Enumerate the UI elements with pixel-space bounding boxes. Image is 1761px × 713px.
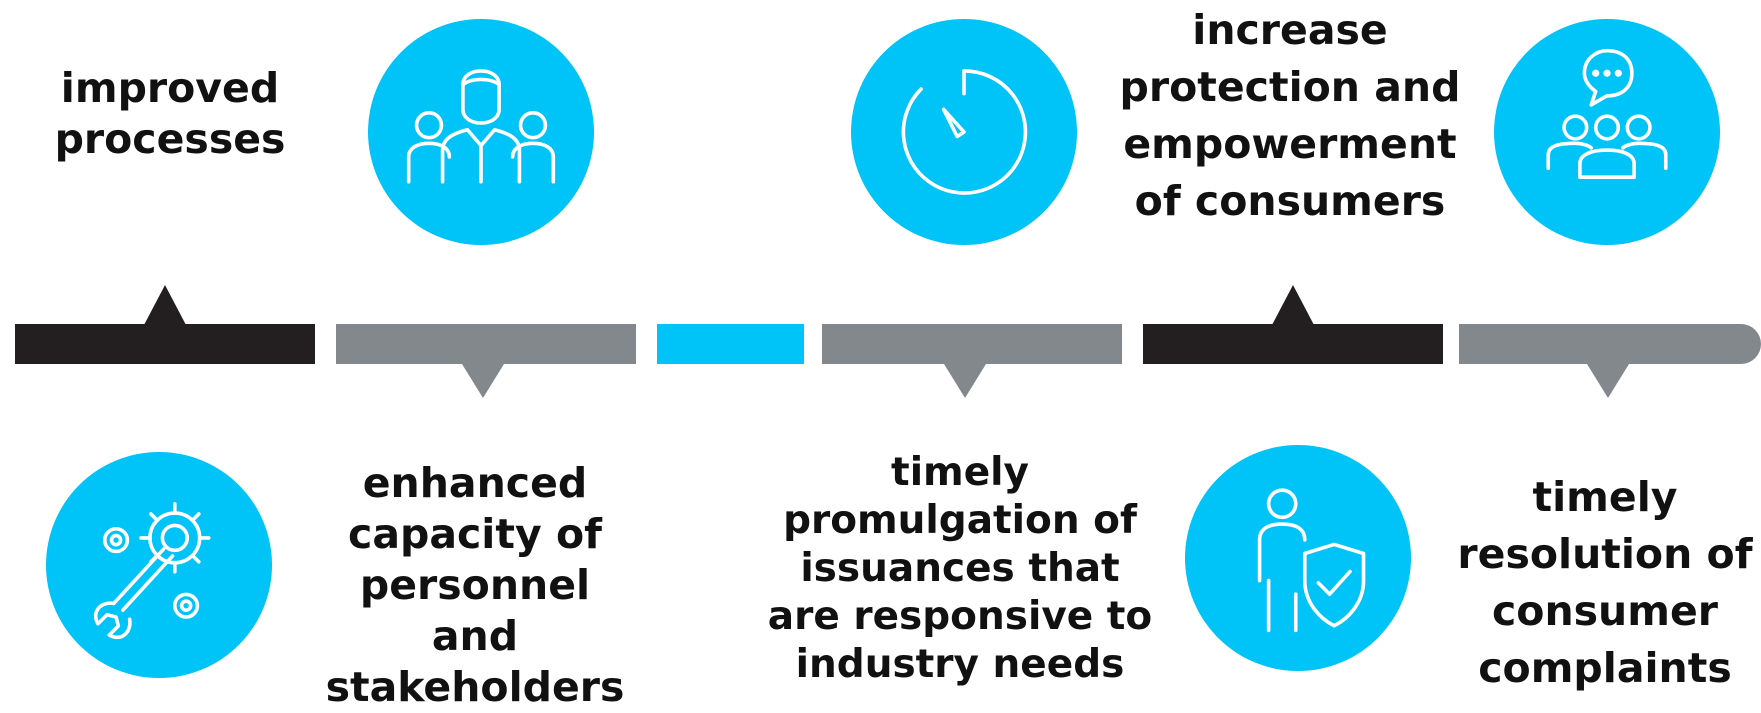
timeline-segment-3 bbox=[657, 324, 804, 364]
group-chat-icon bbox=[1494, 19, 1720, 245]
pointer-down-3 bbox=[944, 364, 986, 398]
person-shield-icon bbox=[1185, 445, 1411, 671]
timeline-segment-4 bbox=[822, 324, 1122, 364]
milestone-label-1: improved processes bbox=[54, 64, 286, 163]
milestone-label-3: timely promulgation of issuances that ar… bbox=[767, 450, 1153, 687]
timeline-segment-5 bbox=[1143, 324, 1443, 364]
timeline-segment-2 bbox=[336, 324, 636, 364]
timeline-diagram: { "colors": { "accent": "#00c3f8", "dark… bbox=[15, 6, 1761, 711]
milestone-label-5: timely resolution of consumer complaints bbox=[1457, 473, 1753, 692]
pointer-down-2 bbox=[462, 364, 504, 398]
team-people-icon bbox=[368, 19, 594, 245]
pointer-down-5 bbox=[1587, 364, 1629, 398]
stopwatch-icon bbox=[851, 19, 1077, 245]
pointer-up-1 bbox=[144, 285, 186, 325]
gears-wrench-icon bbox=[46, 452, 272, 678]
milestone-label-4: increase protection and empowerment of c… bbox=[1119, 6, 1461, 225]
timeline-segment-6 bbox=[1459, 324, 1761, 364]
timeline-segment-1 bbox=[15, 324, 315, 364]
milestone-label-2: enhanced capacity of personnel and stake… bbox=[325, 459, 625, 711]
pointer-up-4 bbox=[1272, 285, 1314, 325]
